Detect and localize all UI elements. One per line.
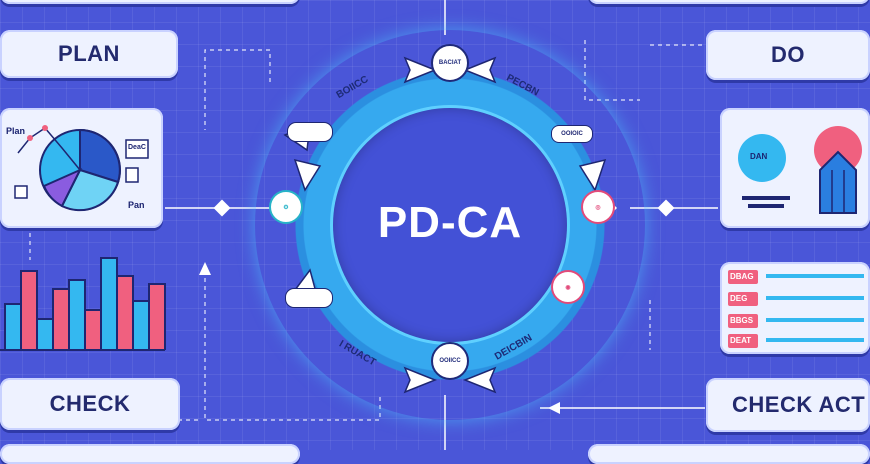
bar-2 [20,270,38,350]
tag-right-top: OOIOIC [551,125,593,143]
node-bottom-text: OOIICC [439,358,461,364]
check-label: CHECK [49,391,131,416]
plan-card-text-3: DeaC [128,144,146,151]
bar-10 [148,283,166,350]
do-label: DO [771,42,805,67]
check-act-label-card: CHECK ACT [706,378,870,432]
bar-chart-baseline [0,349,165,351]
tag-left-bottom [285,288,333,308]
pdca-cycle: PD-CA BACIAT ⚙ ◎ OOIICC ◉ OOIOIC B [255,30,645,420]
plan-card-text-1: Plan [6,126,26,136]
plan-label: PLAN [58,41,120,66]
target-icon: ◎ [595,204,601,211]
gear-icon: ⚙ [283,204,289,211]
tag-right-top-text: OOIOIC [561,131,583,137]
cycle-node-left: ⚙ [269,190,303,224]
tag-left-top [287,122,333,142]
eye-icon: ◉ [565,284,571,291]
check-act-label: CHECK ACT [732,392,866,417]
top-left-card [0,0,300,4]
plan-label-card: PLAN [0,30,178,78]
list-item-2: DEG [730,294,748,303]
bar-chart [0,240,166,350]
cycle-title: PD-CA [377,198,523,247]
cycle-node-right: ◎ [581,190,615,224]
plan-card-text-2: Pan [128,200,145,210]
bottom-right-card [588,444,870,464]
cycle-node-bottom: OOIICC [431,342,469,380]
eye-node: ◉ [551,270,585,304]
do-chart-card: DAN [720,108,870,228]
node-top-text: BACIAT [438,60,462,66]
list-item-4: DEAT [730,336,752,345]
check-label-card: CHECK [0,378,180,430]
cycle-node-top: BACIAT [431,44,469,82]
cycle-arrows [283,56,617,394]
cycle-center [333,108,567,342]
do-label-card: DO [706,30,870,80]
plan-chart-card: Plan Pan DeaC [0,108,163,228]
do-graphic-icon [738,126,862,214]
list-item-3: BBGS [730,316,754,325]
pie-chart-icon [14,125,149,212]
do-card-text: DAN [750,152,768,161]
bottom-left-card [0,444,300,464]
list-card: DBAG DEG BBGS DEAT [720,262,870,354]
top-right-card [588,0,870,4]
list-item-1: DBAG [730,272,754,281]
